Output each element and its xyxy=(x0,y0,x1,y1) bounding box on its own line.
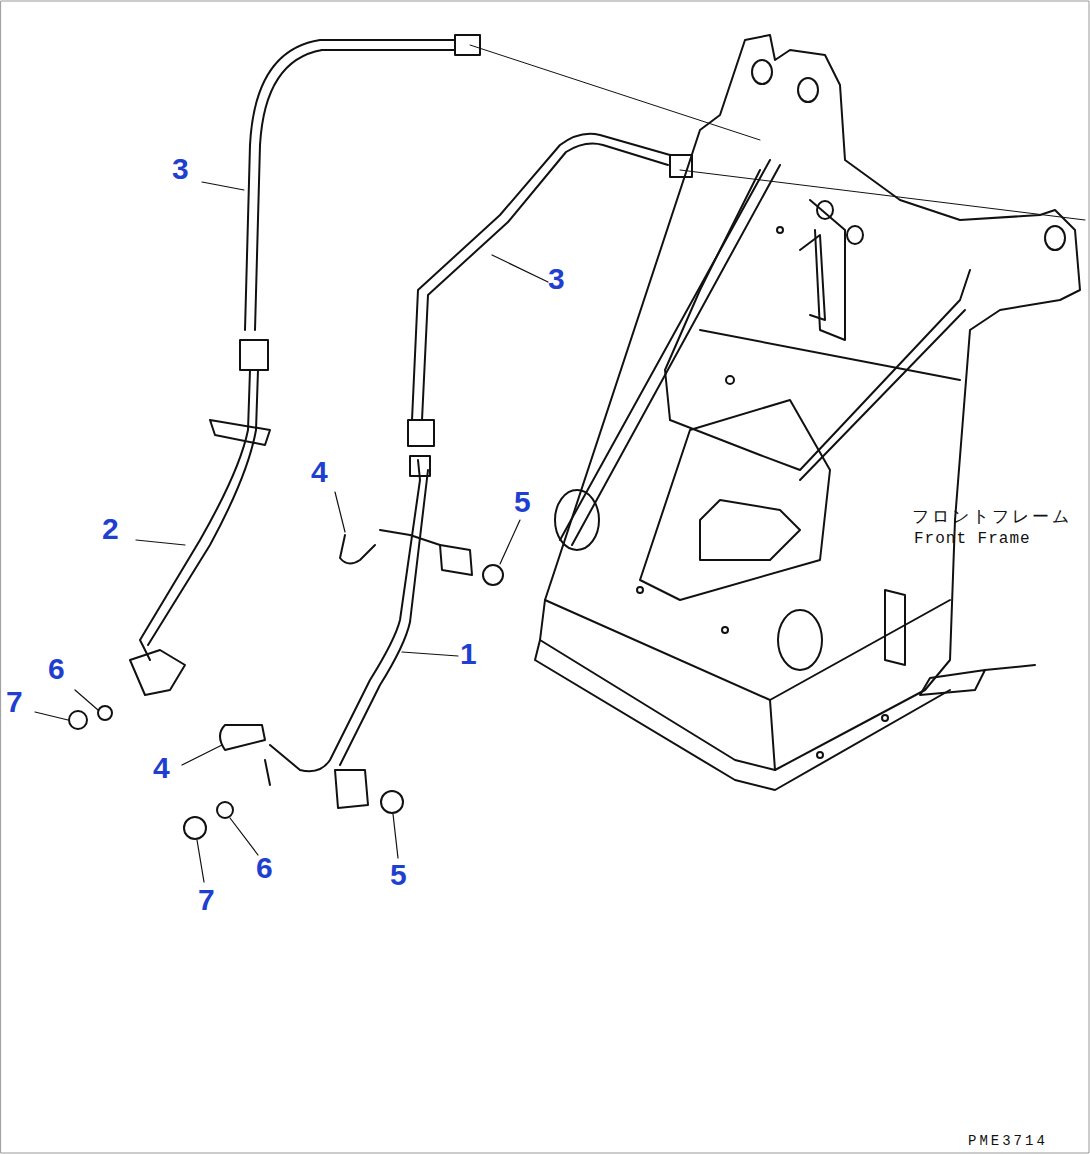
callout-number: 1 xyxy=(460,637,477,671)
callout-number: 3 xyxy=(548,262,565,296)
callout-number: 5 xyxy=(514,485,531,519)
callout-number: 6 xyxy=(256,851,273,885)
callout-number: 7 xyxy=(198,883,215,917)
callout-number: 4 xyxy=(153,751,170,785)
part-name: フロントフレーム xyxy=(912,505,1072,528)
callout-number: 3 xyxy=(172,152,189,186)
callout-number: 6 xyxy=(48,652,65,686)
part-name: Front Frame xyxy=(914,530,1031,548)
drawing-code: PME3714 xyxy=(968,1133,1048,1149)
callout-number: 7 xyxy=(6,685,23,719)
callout-number: 5 xyxy=(390,858,407,892)
callout-number: 2 xyxy=(102,512,119,546)
callout-number: 4 xyxy=(311,455,328,489)
